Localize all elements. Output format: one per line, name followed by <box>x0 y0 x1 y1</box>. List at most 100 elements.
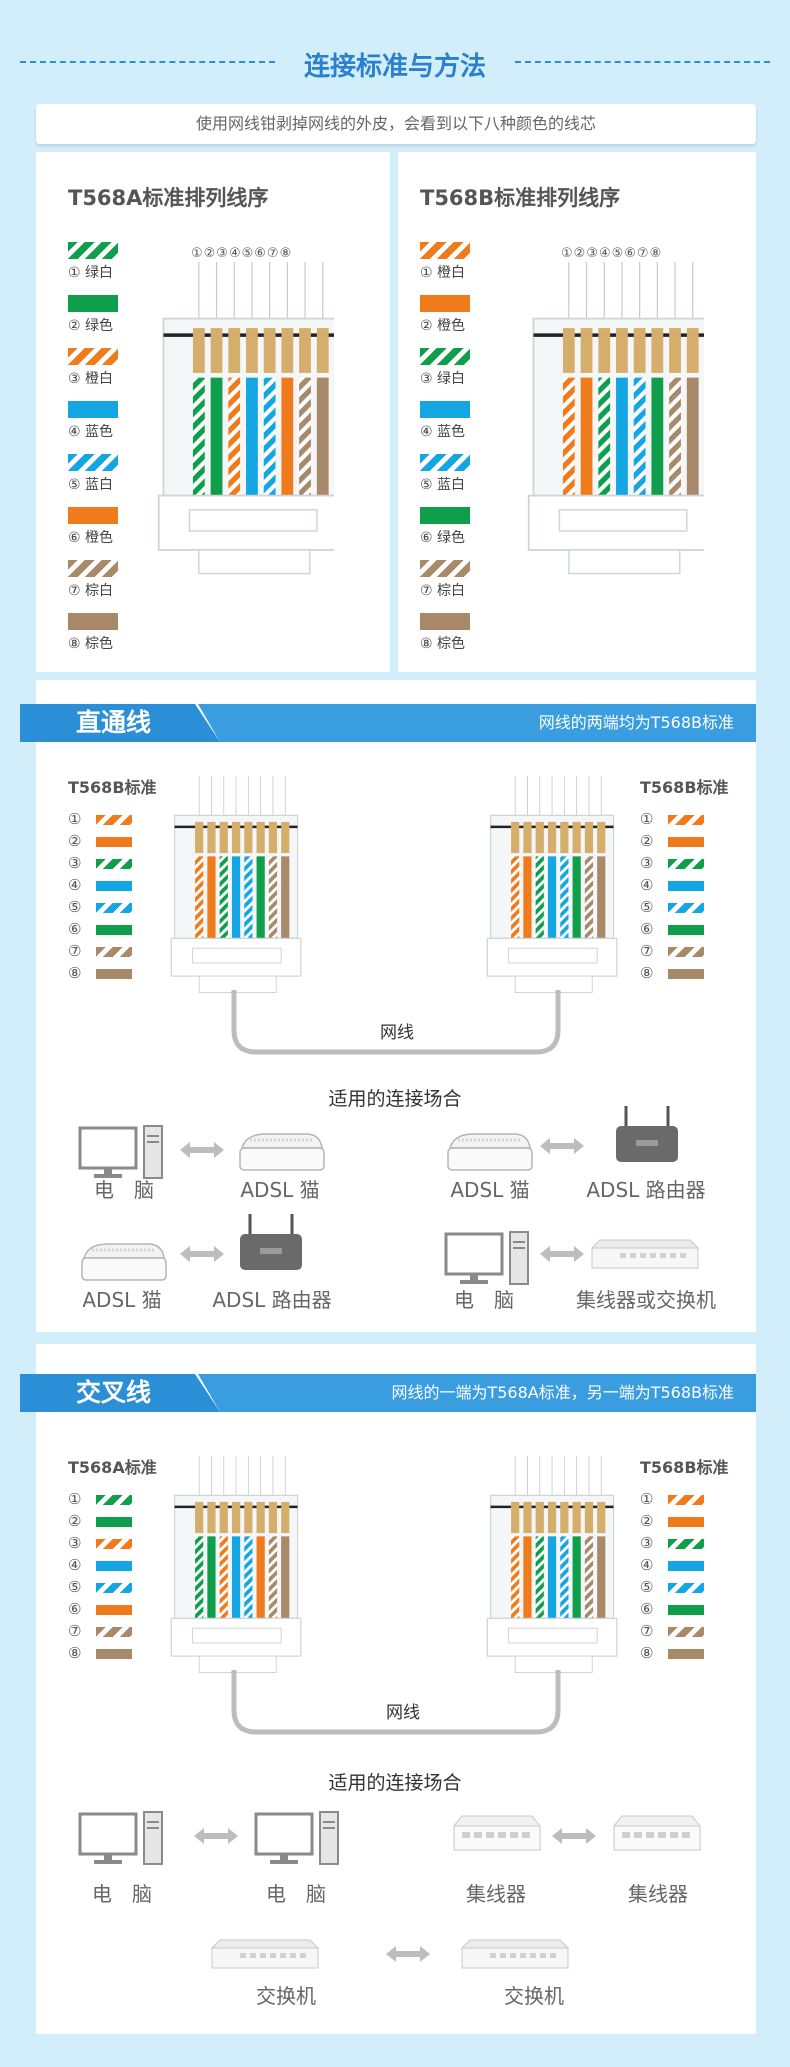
switch-icon <box>210 1936 320 1976</box>
legend-label: ⑥ 绿色 <box>420 530 466 546</box>
small-legend-item: ⑦ <box>68 1622 168 1642</box>
switch-icon <box>460 1936 570 1976</box>
straight-right-std: T568B标准 <box>640 778 729 797</box>
pin-number: ⑧ <box>68 964 82 982</box>
small-legend-item: ⑦ <box>640 942 740 962</box>
device-label: ADSL 猫 <box>82 1288 162 1312</box>
legend-label: ⑤ 蓝白 <box>68 477 114 493</box>
legend-label: ④ 蓝色 <box>68 424 114 440</box>
wire-swatch <box>96 947 132 957</box>
wire-swatch <box>420 401 470 418</box>
pin-number: ⑧ <box>68 1644 82 1662</box>
wire-swatch <box>420 507 470 524</box>
adsl-modem-icon <box>444 1128 534 1182</box>
cross-cable-label: 网线 <box>386 1703 420 1723</box>
page-title: 连接标准与方法 <box>303 52 486 82</box>
t568b-title: T568B标准排列线序 <box>420 186 621 210</box>
small-legend-item: ④ <box>68 1556 168 1576</box>
pin-number: ⑦ <box>640 1622 654 1640</box>
pin-number: ⑥ <box>640 1600 654 1618</box>
legend-label: ⑤ 蓝白 <box>420 477 466 493</box>
wire-swatch <box>96 815 132 825</box>
wire-swatch <box>96 903 132 913</box>
small-legend-item: ③ <box>640 1534 740 1554</box>
cross-right-std: T568B标准 <box>640 1458 729 1477</box>
wire-swatch <box>668 969 704 979</box>
wire-swatch <box>96 859 132 869</box>
legend-item: ③ 绿白 <box>420 348 470 388</box>
straight-right-connector <box>486 776 618 993</box>
pin-number: ① <box>68 810 82 828</box>
legend-item: ⑦ 棕白 <box>68 560 118 600</box>
pin-number: ⑧ <box>640 1644 654 1662</box>
straight-cable-label: 网线 <box>380 1023 414 1043</box>
legend-item: ⑥ 绿色 <box>420 507 470 547</box>
computer-icon <box>78 1808 168 1872</box>
wire-swatch <box>96 1539 132 1549</box>
wire-swatch <box>96 1495 132 1505</box>
legend-label: ② 绿色 <box>68 318 114 334</box>
legend-label: ⑧ 棕色 <box>420 636 466 652</box>
adsl-modem-icon <box>78 1238 168 1292</box>
wire-swatch <box>668 1517 704 1527</box>
page-header: 连接标准与方法 <box>0 44 790 82</box>
pin-number: ⑧ <box>640 964 654 982</box>
pin-number: ② <box>640 1512 654 1530</box>
small-legend-item: ⑥ <box>68 920 168 940</box>
wire-swatch <box>668 1605 704 1615</box>
adsl-modem-icon <box>236 1128 326 1182</box>
legend-item: ② 橙色 <box>420 295 470 335</box>
pin-number: ② <box>68 1512 82 1530</box>
pin-number: ⑥ <box>640 920 654 938</box>
wire-swatch <box>668 1649 704 1659</box>
small-legend-item: ③ <box>68 1534 168 1554</box>
wire-swatch <box>668 815 704 825</box>
small-legend-item: ⑧ <box>640 1644 740 1664</box>
wire-swatch <box>668 947 704 957</box>
device-label: 电 脑 <box>266 1882 326 1906</box>
cross-desc: 网线的一端为T568A标准，另一端为T568B标准 <box>198 1374 756 1412</box>
wire-swatch <box>96 881 132 891</box>
wire-swatch <box>420 242 470 259</box>
straight-left-connector <box>170 776 302 993</box>
pin-number: ② <box>640 832 654 850</box>
pin-number: ⑦ <box>68 942 82 960</box>
bidirectional-arrow-icon <box>540 1136 584 1160</box>
wire-swatch <box>96 1583 132 1593</box>
legend-item: ④ 蓝色 <box>420 401 470 441</box>
adsl-router-icon <box>236 1212 306 1278</box>
pin-number: ④ <box>68 876 82 894</box>
small-legend-item: ③ <box>68 854 168 874</box>
device-label: 交换机 <box>504 1984 564 2008</box>
device-label: 集线器 <box>466 1882 526 1906</box>
small-legend-item: ⑤ <box>640 898 740 918</box>
bidirectional-arrow-icon <box>180 1140 224 1164</box>
device-label: ADSL 猫 <box>450 1178 530 1202</box>
small-legend-item: ⑤ <box>68 898 168 918</box>
small-legend-item: ③ <box>640 854 740 874</box>
wire-swatch <box>668 859 704 869</box>
legend-item: ⑤ 蓝白 <box>420 454 470 494</box>
t568b-connector <box>527 262 704 575</box>
small-legend-item: ⑦ <box>640 1622 740 1642</box>
small-legend-item: ⑤ <box>640 1578 740 1598</box>
pin-number: ⑥ <box>68 920 82 938</box>
pin-number: ① <box>640 1490 654 1508</box>
small-legend-item: ⑥ <box>68 1600 168 1620</box>
small-legend-item: ④ <box>640 876 740 896</box>
small-legend-item: ④ <box>68 876 168 896</box>
device-label: ADSL 猫 <box>240 1178 320 1202</box>
wire-swatch <box>68 401 118 418</box>
legend-item: ⑤ 蓝白 <box>68 454 118 494</box>
wire-swatch <box>420 348 470 365</box>
device-label: 电 脑 <box>94 1178 154 1202</box>
device-label: 交换机 <box>256 1984 316 2008</box>
cross-right-connector <box>486 1456 618 1673</box>
small-legend-item: ⑦ <box>68 942 168 962</box>
pin-number: ⑥ <box>68 1600 82 1618</box>
hub-icon <box>612 1810 702 1860</box>
wire-swatch <box>96 1649 132 1659</box>
legend-label: ① 绿白 <box>68 265 114 281</box>
legend-item: ⑦ 棕白 <box>420 560 470 600</box>
wire-swatch <box>668 903 704 913</box>
